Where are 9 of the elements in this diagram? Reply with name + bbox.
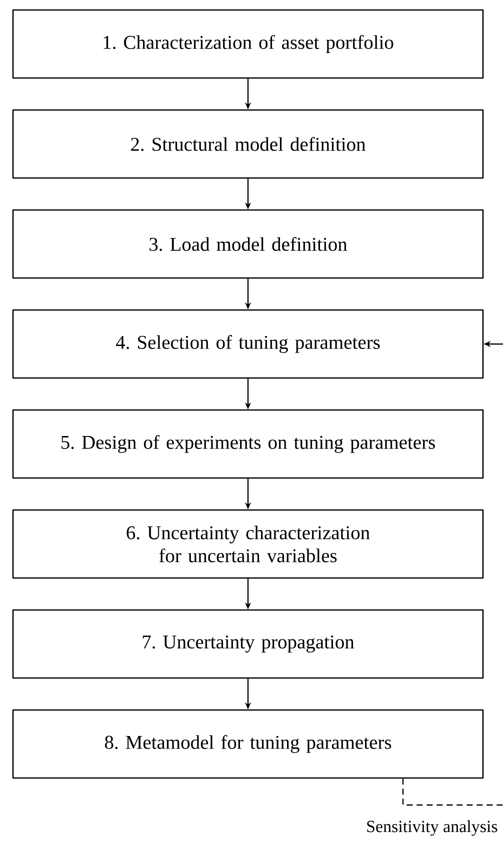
process-box: 8. Metamodel for tuning parameters (12, 709, 484, 779)
process-box: 2. Structural model definition (12, 109, 484, 179)
process-box: 6. Uncertainty characterization for uncertain variables (12, 509, 484, 579)
process-box: 1. Characterization of asset portfolio (12, 9, 484, 79)
edge-label: Sensitivity analysis (367, 820, 498, 836)
process-box: 7. Uncertainty propagation (12, 609, 484, 679)
process-box: 3. Load model definition (12, 209, 484, 279)
process-box: 5. Design of experiments on tuning parameters (12, 409, 484, 479)
process-box: 4. Selection of tuning parameters (12, 309, 484, 379)
